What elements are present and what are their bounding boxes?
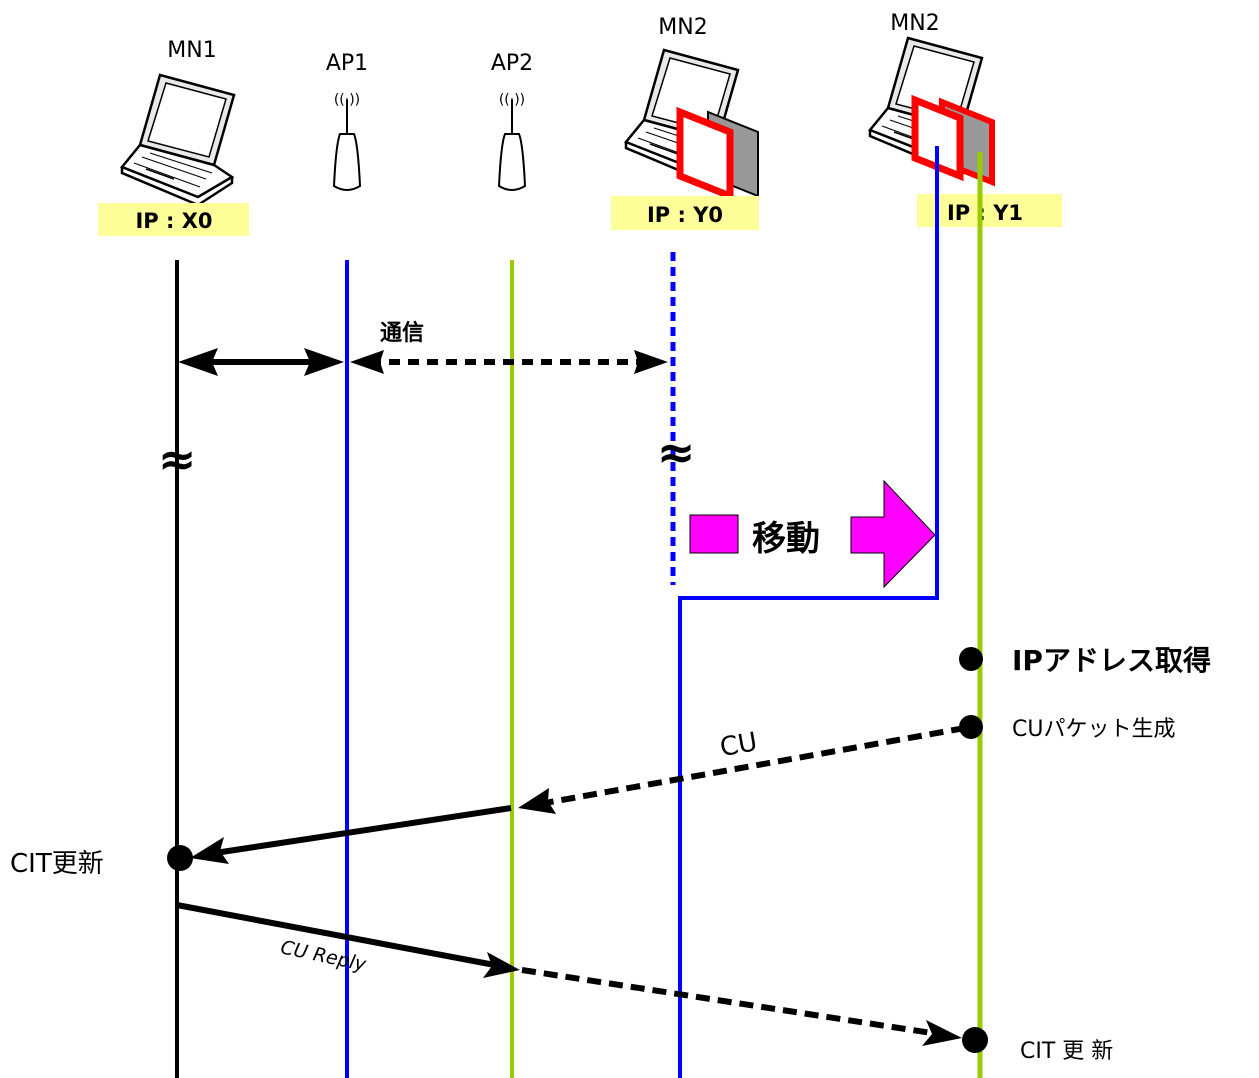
ap2-label: AP2 (491, 51, 533, 76)
move-legend-square (689, 514, 739, 554)
mn1-ap1-communication-arrow (178, 348, 344, 376)
cu-forward-arrowhead (190, 837, 229, 864)
move-label: 移動 (752, 519, 820, 559)
cu-reply-label: CU Reply (279, 936, 369, 976)
ap1-wireless-ap-icon (332, 91, 362, 191)
mn1-laptop-icon (120, 73, 236, 207)
mn2-move-path (678, 146, 939, 1078)
mn2-before-label: MN2 (658, 15, 707, 40)
cit-update-mn1-label: CIT更新 (10, 849, 104, 879)
mn2-after-ip-label: IP : Y1 (947, 201, 1023, 225)
ap1-label: AP1 (326, 51, 368, 76)
cu-message-arrow-dashed (544, 725, 966, 806)
ap1-mn2-communication-arrow (350, 350, 668, 374)
communication-label: 通信 (380, 320, 424, 346)
ip-acquire-dot (959, 647, 983, 671)
ip-acquire-label: IPアドレス取得 (1012, 644, 1211, 677)
cu-reply-arrowhead-ap2 (483, 952, 520, 978)
ap2-wireless-ap-icon (497, 91, 527, 191)
cit-update-mn2-dot (962, 1027, 988, 1053)
mn2-before-ip-box (611, 196, 759, 230)
cu-reply-forward-arrowhead (922, 1020, 962, 1046)
move-arrow (850, 479, 936, 589)
cu-message-arrowhead-ap2 (518, 788, 556, 814)
cu-packet-label: CUパケット生成 (1012, 717, 1175, 742)
cu-reply-forward-dashed (521, 967, 939, 1037)
mn2-after-network-card-icon (911, 94, 995, 187)
cu-message-label: CU (718, 727, 760, 763)
mn2-before-ip-label: IP : Y0 (647, 203, 723, 227)
mn1-label: MN1 (167, 38, 216, 63)
mn2-after-label: MN2 (890, 11, 939, 36)
cu-reply-arrow (176, 902, 501, 969)
cit-update-mn1-dot (167, 845, 193, 871)
cu-forward-arrow (214, 805, 512, 856)
cit-update-mn2-label: CIT 更 新 (1020, 1039, 1113, 1064)
mn2-before-network-card-icon (676, 106, 759, 202)
cu-packet-dot (959, 715, 983, 739)
mn2-break-symbol: ≈ (657, 425, 696, 479)
mn2-after-ip-box (917, 194, 1062, 227)
mn1-ip-label: IP : X0 (135, 209, 212, 233)
mn1-ip-box (98, 203, 249, 236)
mn1-break-symbol: ≈ (158, 432, 197, 486)
